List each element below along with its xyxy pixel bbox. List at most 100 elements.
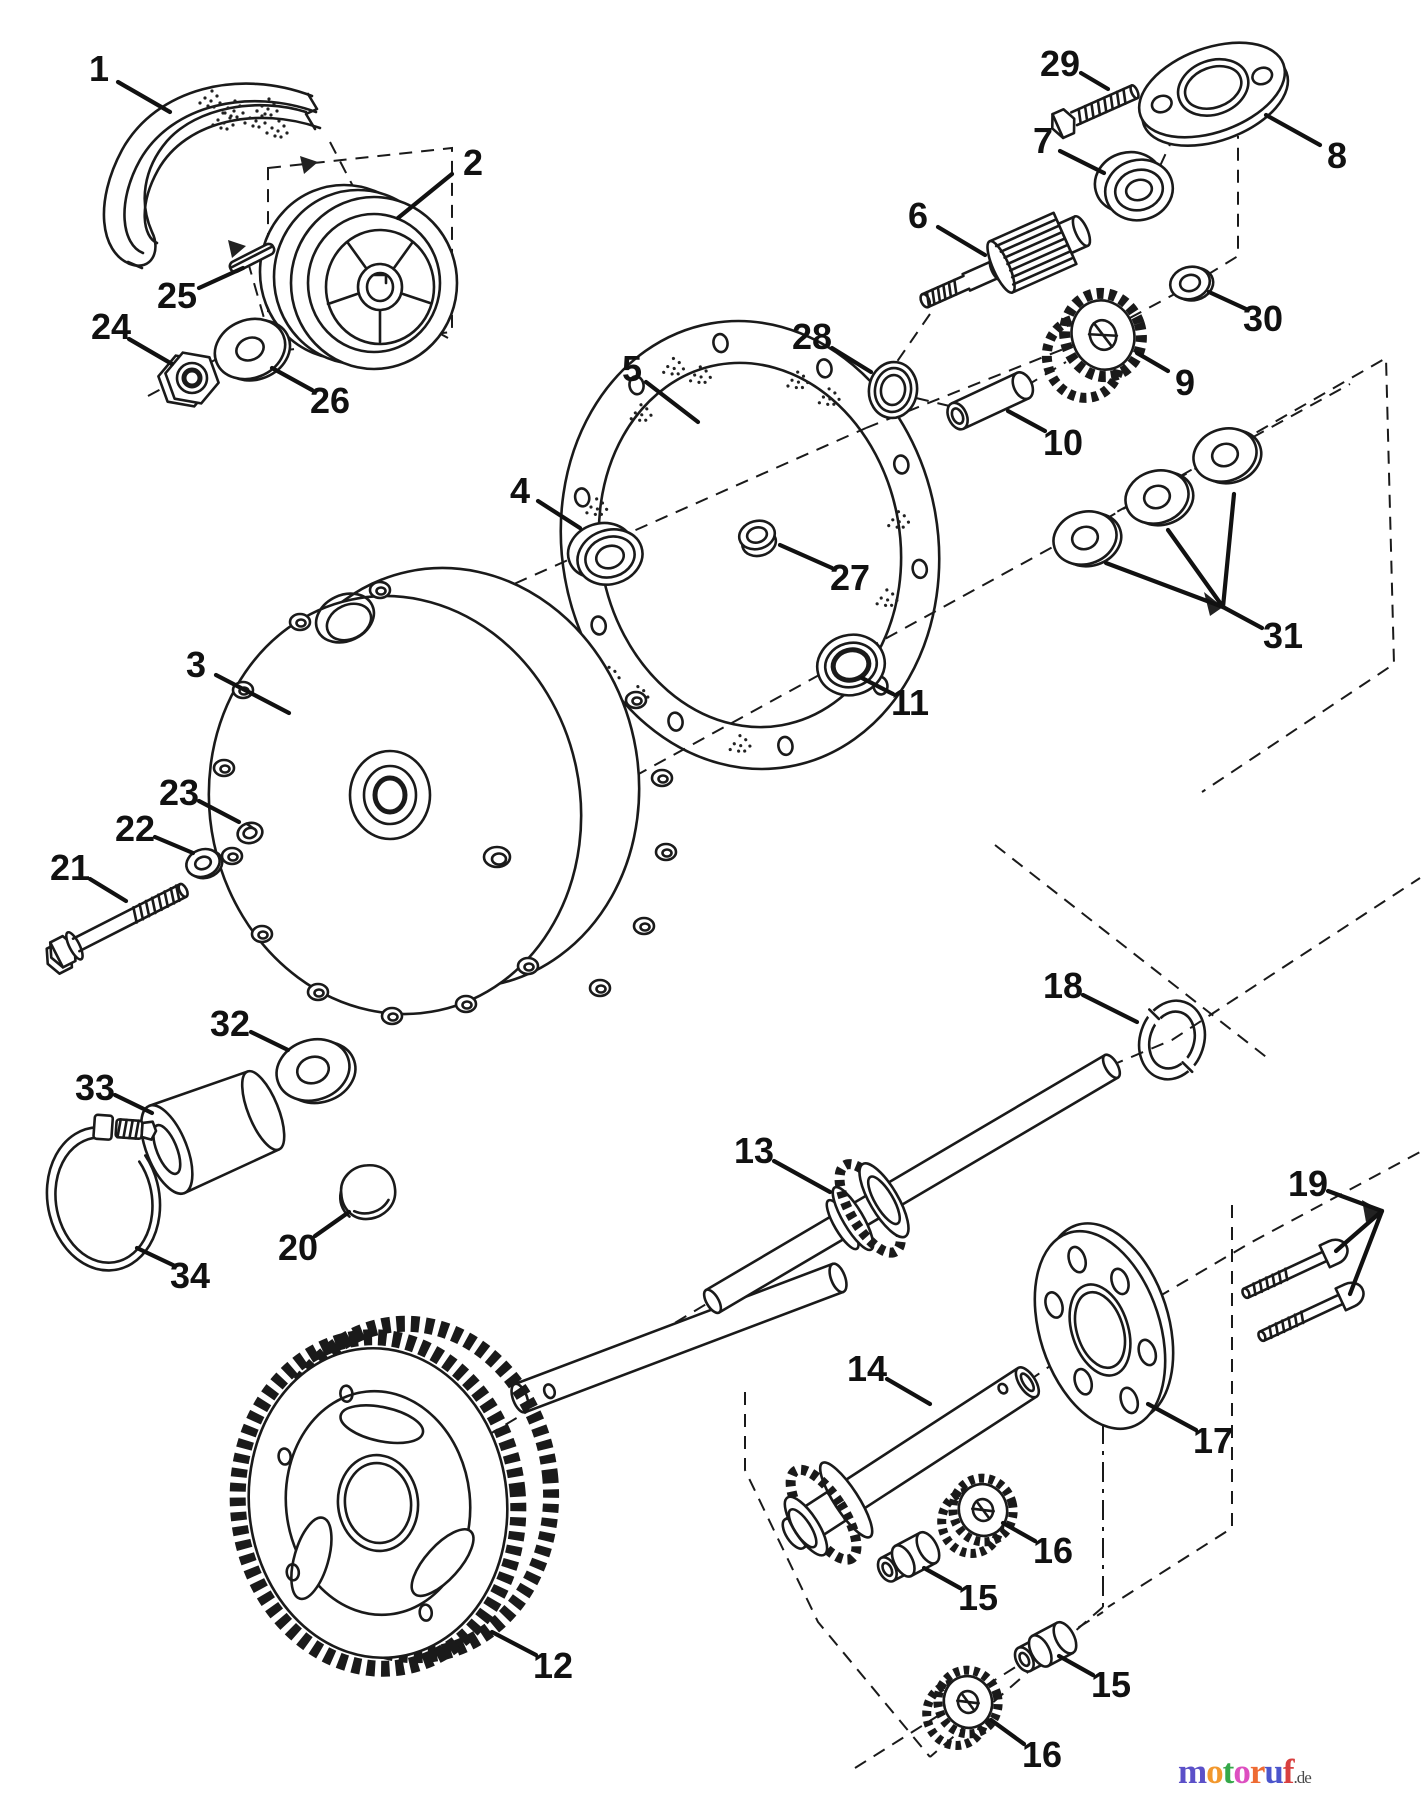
part-label-15: 15 (958, 1577, 998, 1618)
leader-line-24 (126, 336, 175, 367)
leader-line-32 (248, 1029, 291, 1053)
part-label-34: 34 (170, 1255, 210, 1296)
leader-line-19 (1333, 1208, 1385, 1254)
part-label-33: 33 (75, 1067, 115, 1108)
part-spacer-bushing-upper (876, 1530, 941, 1583)
leader-line-16 (988, 1717, 1027, 1747)
part-drive-gear (229, 1315, 560, 1677)
part-label-1: 1 (89, 48, 109, 89)
part-label-29: 29 (1040, 43, 1080, 84)
part-pulley (258, 183, 459, 371)
leader-line-28 (829, 345, 874, 375)
leader-line-15 (921, 1565, 963, 1591)
part-pinion-gear-16-upper (937, 1473, 1018, 1558)
part-label-16: 16 (1022, 1734, 1062, 1775)
leader-line-31 (1165, 527, 1226, 610)
part-label-20: 20 (278, 1227, 318, 1268)
part-washer-30 (1168, 265, 1215, 302)
part-carriage-bolt-2 (1257, 1281, 1365, 1343)
leader-line-7 (1057, 148, 1107, 176)
part-label-13: 13 (734, 1130, 774, 1171)
leader-line-27 (777, 542, 835, 571)
part-label-7: 7 (1033, 120, 1053, 161)
part-label-24: 24 (91, 306, 131, 347)
part-hex-nut (157, 351, 220, 408)
part-label-8: 8 (1327, 135, 1347, 176)
part-gear-case-cover (207, 566, 678, 1026)
leader-line-10 (1005, 408, 1048, 434)
part-label-21: 21 (50, 847, 90, 888)
leader-line-5 (643, 379, 701, 425)
leader-line-34 (134, 1245, 178, 1269)
watermark-letter: f (1282, 1752, 1295, 1791)
part-label-4: 4 (510, 470, 530, 511)
part-label-19: 19 (1288, 1163, 1328, 1204)
part-hex-bolt-29 (1050, 84, 1140, 140)
leader-line-25 (196, 265, 246, 291)
watermark-logo[interactable]: motoruf.de (1178, 1752, 1312, 1792)
part-hose-clamp (45, 1113, 162, 1272)
part-nut-27 (737, 519, 778, 558)
part-label-5: 5 (622, 348, 642, 389)
leader-line-8 (1263, 112, 1323, 148)
part-label-16: 16 (1033, 1530, 1073, 1571)
part-label-32: 32 (210, 1003, 250, 1044)
part-label-31: 31 (1263, 615, 1303, 656)
leader-line-4 (535, 498, 583, 531)
watermark-letter: o (1233, 1752, 1250, 1791)
leader-line-19 (1325, 1188, 1385, 1214)
part-wheel-hub (1033, 1222, 1175, 1431)
leader-line-26 (269, 365, 315, 393)
part-v-belt (102, 82, 322, 270)
watermark-letter: o (1206, 1752, 1223, 1791)
part-axle-shaft-lower (510, 1262, 848, 1414)
leader-line-22 (152, 834, 196, 856)
part-spacer-sleeve (946, 371, 1035, 431)
part-axle-shaft-gear (702, 1053, 1122, 1315)
part-label-18: 18 (1043, 965, 1083, 1006)
part-axle-tube-gear (781, 1366, 1041, 1565)
part-label-22: 22 (115, 808, 155, 849)
watermark-letter: t (1222, 1752, 1235, 1791)
part-pinion-gear-16-lower (922, 1665, 1003, 1750)
leader-line-31 (1220, 491, 1237, 610)
watermark-suffix: .de (1293, 1768, 1311, 1787)
leader-line-23 (196, 798, 242, 825)
part-carriage-bolt-1 (1241, 1238, 1349, 1300)
leader-line-16 (1000, 1520, 1038, 1544)
part-label-14: 14 (847, 1348, 887, 1389)
part-label-2: 2 (463, 142, 483, 183)
part-retaining-ring (1137, 999, 1207, 1081)
leader-line-11 (859, 675, 896, 697)
leader-line-13 (771, 1158, 833, 1195)
part-bearing-4 (566, 521, 644, 586)
part-input-gear-shaft (919, 211, 1092, 309)
leader-line-29 (1078, 70, 1111, 92)
part-label-11: 11 (891, 682, 929, 723)
leader-line-14 (884, 1376, 933, 1407)
leader-line-31 (1220, 604, 1265, 631)
part-label-10: 10 (1043, 422, 1083, 463)
part-label-12: 12 (533, 1645, 573, 1686)
watermark-letter: m (1178, 1752, 1207, 1791)
part-label-23: 23 (159, 772, 199, 813)
leader-line-19 (1347, 1208, 1385, 1297)
leader-line-33 (112, 1092, 155, 1116)
leader-line-6 (935, 224, 988, 258)
part-bearing-7 (1093, 150, 1175, 222)
part-label-30: 30 (1243, 298, 1283, 339)
leader-line-20 (312, 1209, 352, 1239)
leader-line-17 (1145, 1401, 1199, 1433)
part-hex-bolt-long (45, 882, 189, 975)
part-key (228, 242, 276, 274)
leader-line-12 (489, 1629, 539, 1658)
part-bearing-flange (1137, 41, 1290, 148)
part-label-17: 17 (1193, 1420, 1233, 1461)
leader-line-31 (1103, 560, 1226, 610)
part-label-6: 6 (908, 195, 928, 236)
leader-line-18 (1080, 992, 1140, 1025)
part-pinion-gear-9 (1041, 287, 1147, 403)
